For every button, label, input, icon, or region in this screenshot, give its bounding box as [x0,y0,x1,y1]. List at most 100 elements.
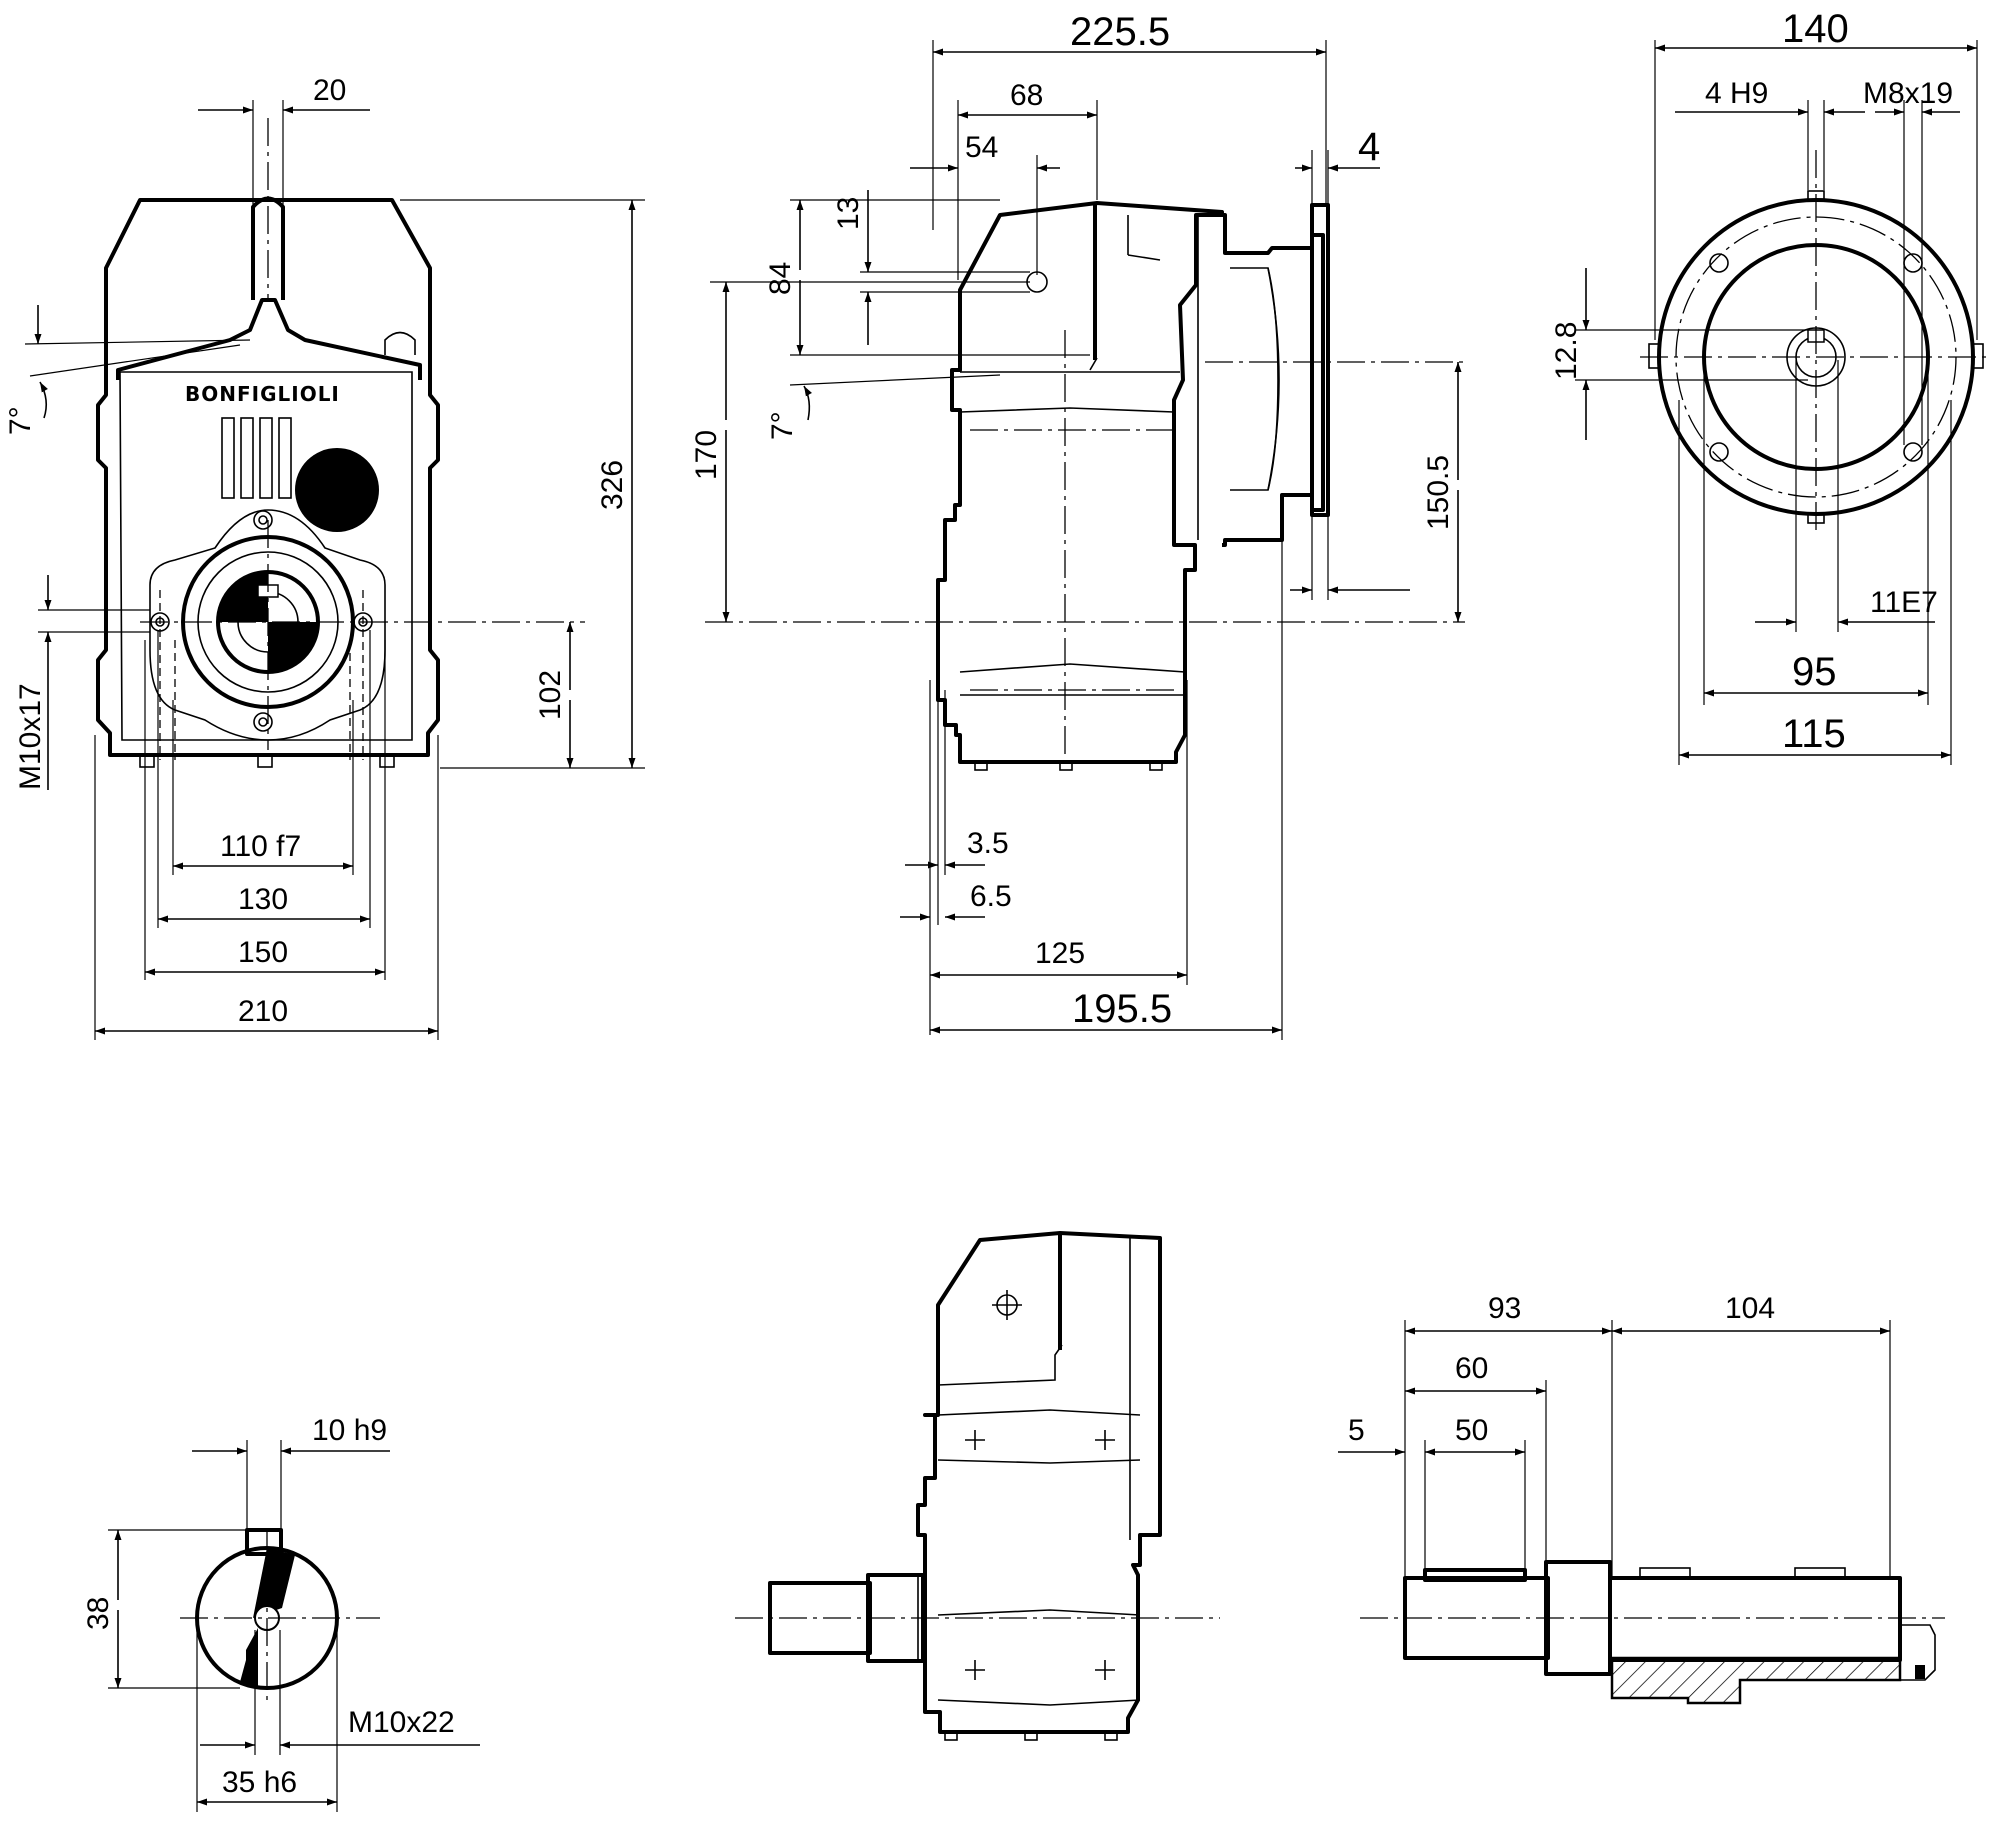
svg-text:5: 5 [1348,1414,1365,1447]
side-feet [974,761,1163,771]
svg-text:95: 95 [1792,650,1837,694]
svg-text:60: 60 [1455,1352,1488,1385]
svg-text:195.5: 195.5 [1072,987,1172,1031]
dim-side-flange-offset [1290,510,1410,600]
dim-input-thread: M8x19 [1863,77,1960,445]
svg-text:M10x22: M10x22 [348,1706,455,1739]
svg-text:104: 104 [1725,1292,1775,1325]
side-motor-adapter [1222,213,1325,547]
dim-side-54: 54 [910,131,1060,275]
dim-input-12-8: 12.8 [1550,268,1808,440]
dim-side-bottom: 125 195.5 [930,540,1283,1040]
dim-detail-60: 60 [1405,1352,1547,1562]
detail-key [1423,1568,1527,1582]
svg-text:225.5: 225.5 [1070,10,1170,54]
detail-hatched-section [1610,1656,1902,1705]
front-upper-cover [116,298,422,380]
brand-label: BONFIGLIOLI [185,382,340,406]
dim-side-150-5: 150.5 [1422,362,1462,622]
dim-input-bore: 11E7 [1755,360,1938,632]
svg-text:35 h6: 35 h6 [222,1766,297,1799]
svg-text:210: 210 [238,995,288,1028]
front-housing-inner [119,371,413,741]
svg-text:4 H9: 4 H9 [1705,77,1768,110]
dim-front-height: 326 [400,199,645,769]
shaft-section: 10 h9 38 M10x22 35 h6 [82,1414,480,1812]
dim-input-key: 4 H9 [1675,77,1865,190]
dim-side-overall: 225.5 [932,10,1327,230]
svg-text:7°: 7° [766,411,799,440]
side-view: 225.5 68 54 4 [690,10,1465,1040]
dim-detail-104: 104 [1612,1292,1890,1335]
dim-front-angle: 7° [4,305,251,435]
svg-text:102: 102 [534,670,567,720]
svg-text:38: 38 [82,1597,115,1630]
input-view: 140 4 H9 M8x19 12.8 [1550,7,1990,765]
dim-shaft-thread: M10x22 [200,1630,480,1755]
dim-side-68: 68 [957,79,1098,280]
svg-text:20: 20 [313,74,346,107]
dim-input-95: 95 [1703,360,1929,705]
dim-side-84: 84 [764,199,1090,356]
dim-shaft-key: 10 h9 [192,1414,390,1530]
svg-text:10 h9: 10 h9 [312,1414,387,1447]
svg-text:6.5: 6.5 [970,880,1012,913]
svg-text:326: 326 [596,460,629,510]
svg-text:140: 140 [1782,7,1849,51]
front-shaft-key-fill-2 [268,622,318,672]
dim-side-170: 170 [690,281,1030,622]
shaft-section-key [245,1528,283,1556]
svg-text:3.5: 3.5 [967,827,1009,860]
dim-detail-5: 5 [1338,1414,1426,1570]
dim-side-angle: 7° [766,374,1001,440]
front-housing-outline [96,198,440,757]
svg-text:13: 13 [832,197,865,230]
dim-shaft-diameter: 35 h6 [196,1630,338,1812]
dim-front-axis-height: 102 [534,622,574,768]
bottom-housing-outline [916,1231,1162,1734]
dim-shaft-height: 38 [82,1529,247,1689]
dim-front-thread: M10x17 [14,575,150,790]
dim-input-140: 140 [1654,7,1978,340]
side-housing-outline [936,201,1224,764]
svg-text:115: 115 [1782,712,1846,756]
svg-text:68: 68 [1010,79,1043,112]
front-shaft-key-fill-1 [218,572,268,622]
svg-text:93: 93 [1488,1292,1521,1325]
svg-text:84: 84 [764,262,797,295]
svg-text:50: 50 [1455,1414,1488,1447]
svg-text:130: 130 [238,883,288,916]
svg-text:12.8: 12.8 [1550,322,1583,380]
dim-front-horizontal: 110 f7 130 150 210 [94,630,439,1040]
front-cooling-ribs [221,417,292,499]
svg-text:170: 170 [690,430,723,480]
svg-text:11E7: 11E7 [1870,586,1938,619]
dim-side-13: 13 [832,190,1030,345]
svg-text:110 f7: 110 f7 [220,830,301,863]
dim-side-small: 3.5 6.5 [900,680,1012,1035]
svg-text:150: 150 [238,936,288,969]
front-feet [139,754,395,768]
shaft-detail: 93 104 60 5 50 [1338,1292,1945,1705]
svg-text:54: 54 [965,131,998,164]
bottom-feet [944,1731,1118,1741]
svg-text:M10x17: M10x17 [14,683,47,790]
bottom-side-view [735,1231,1220,1741]
input-bolt-holes [1709,253,1923,462]
svg-text:7°: 7° [4,406,37,435]
dim-detail-50: 50 [1425,1414,1526,1570]
dim-front-key-width: 20 [198,74,370,210]
dim-input-115: 115 [1678,400,1952,765]
svg-text:150.5: 150.5 [1422,455,1455,530]
breather-plug [295,448,379,532]
svg-text:M8x19: M8x19 [1863,77,1953,110]
svg-text:4: 4 [1358,125,1380,169]
side-motor-flange [1310,203,1330,517]
detail-hollow-shaft [1610,1576,1902,1662]
svg-text:125: 125 [1035,937,1085,970]
dim-side-flange: 4 [1295,125,1380,205]
dim-detail-93: 93 [1404,1292,1891,1578]
front-view: BONFIGLIOLI 20 326 102 [4,74,645,1040]
front-side-plug [384,331,416,355]
